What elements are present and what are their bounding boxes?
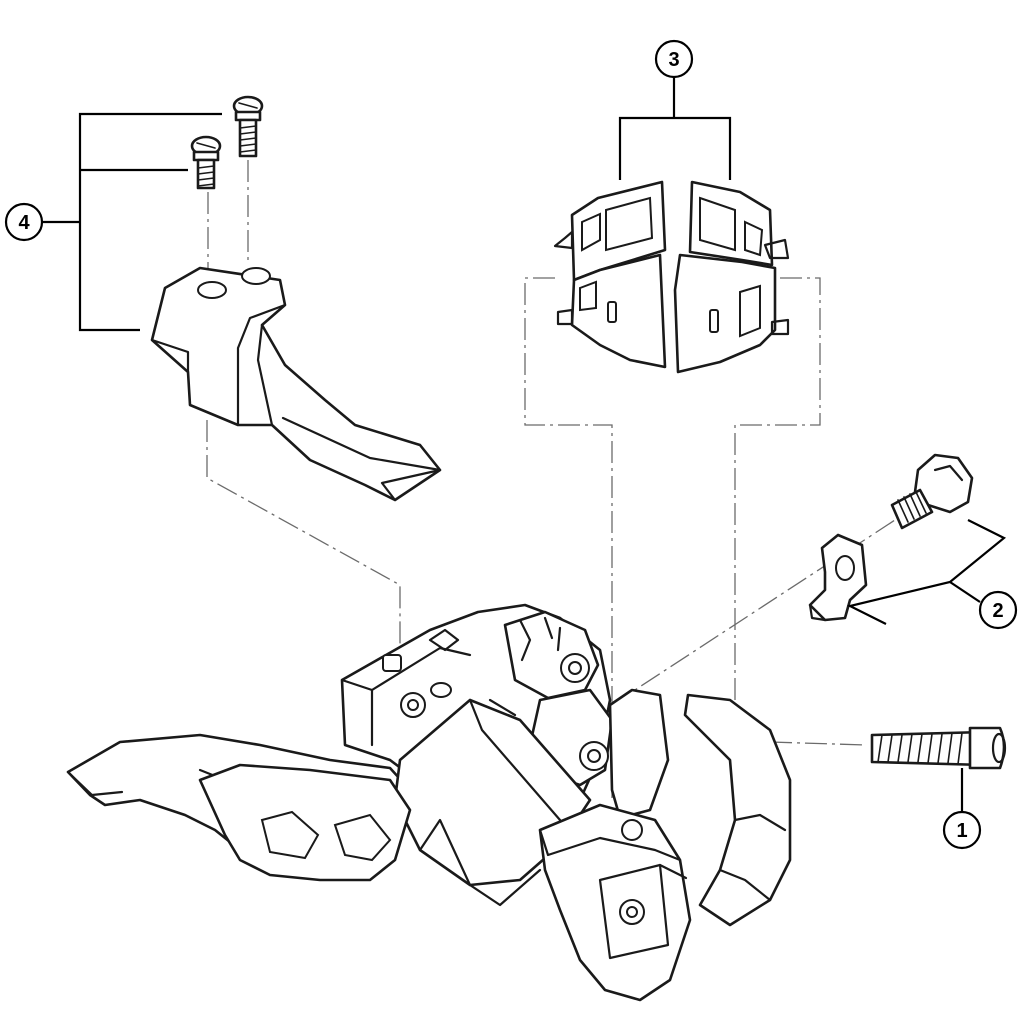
callout-leaders xyxy=(42,76,1007,812)
part-2-cable-stop xyxy=(808,533,868,622)
front-derailleur-assembly xyxy=(66,603,792,1002)
callout-4: 4 xyxy=(4,202,44,242)
part-4-cover-plate xyxy=(150,266,442,502)
part-4-screw-right xyxy=(232,95,264,158)
part-1-clamp-bolt xyxy=(870,726,1007,770)
part-4-screw-left xyxy=(190,135,222,190)
callout-2-label: 2 xyxy=(992,600,1003,622)
callout-4-label: 4 xyxy=(18,212,30,234)
callout-2: 2 xyxy=(978,590,1018,630)
part-2-bolt xyxy=(890,453,974,530)
callout-1-label: 1 xyxy=(956,820,967,842)
callout-3: 3 xyxy=(654,39,694,79)
callout-1: 1 xyxy=(942,810,982,850)
callout-3-label: 3 xyxy=(668,49,679,71)
part-3-band-adapter xyxy=(553,180,790,374)
